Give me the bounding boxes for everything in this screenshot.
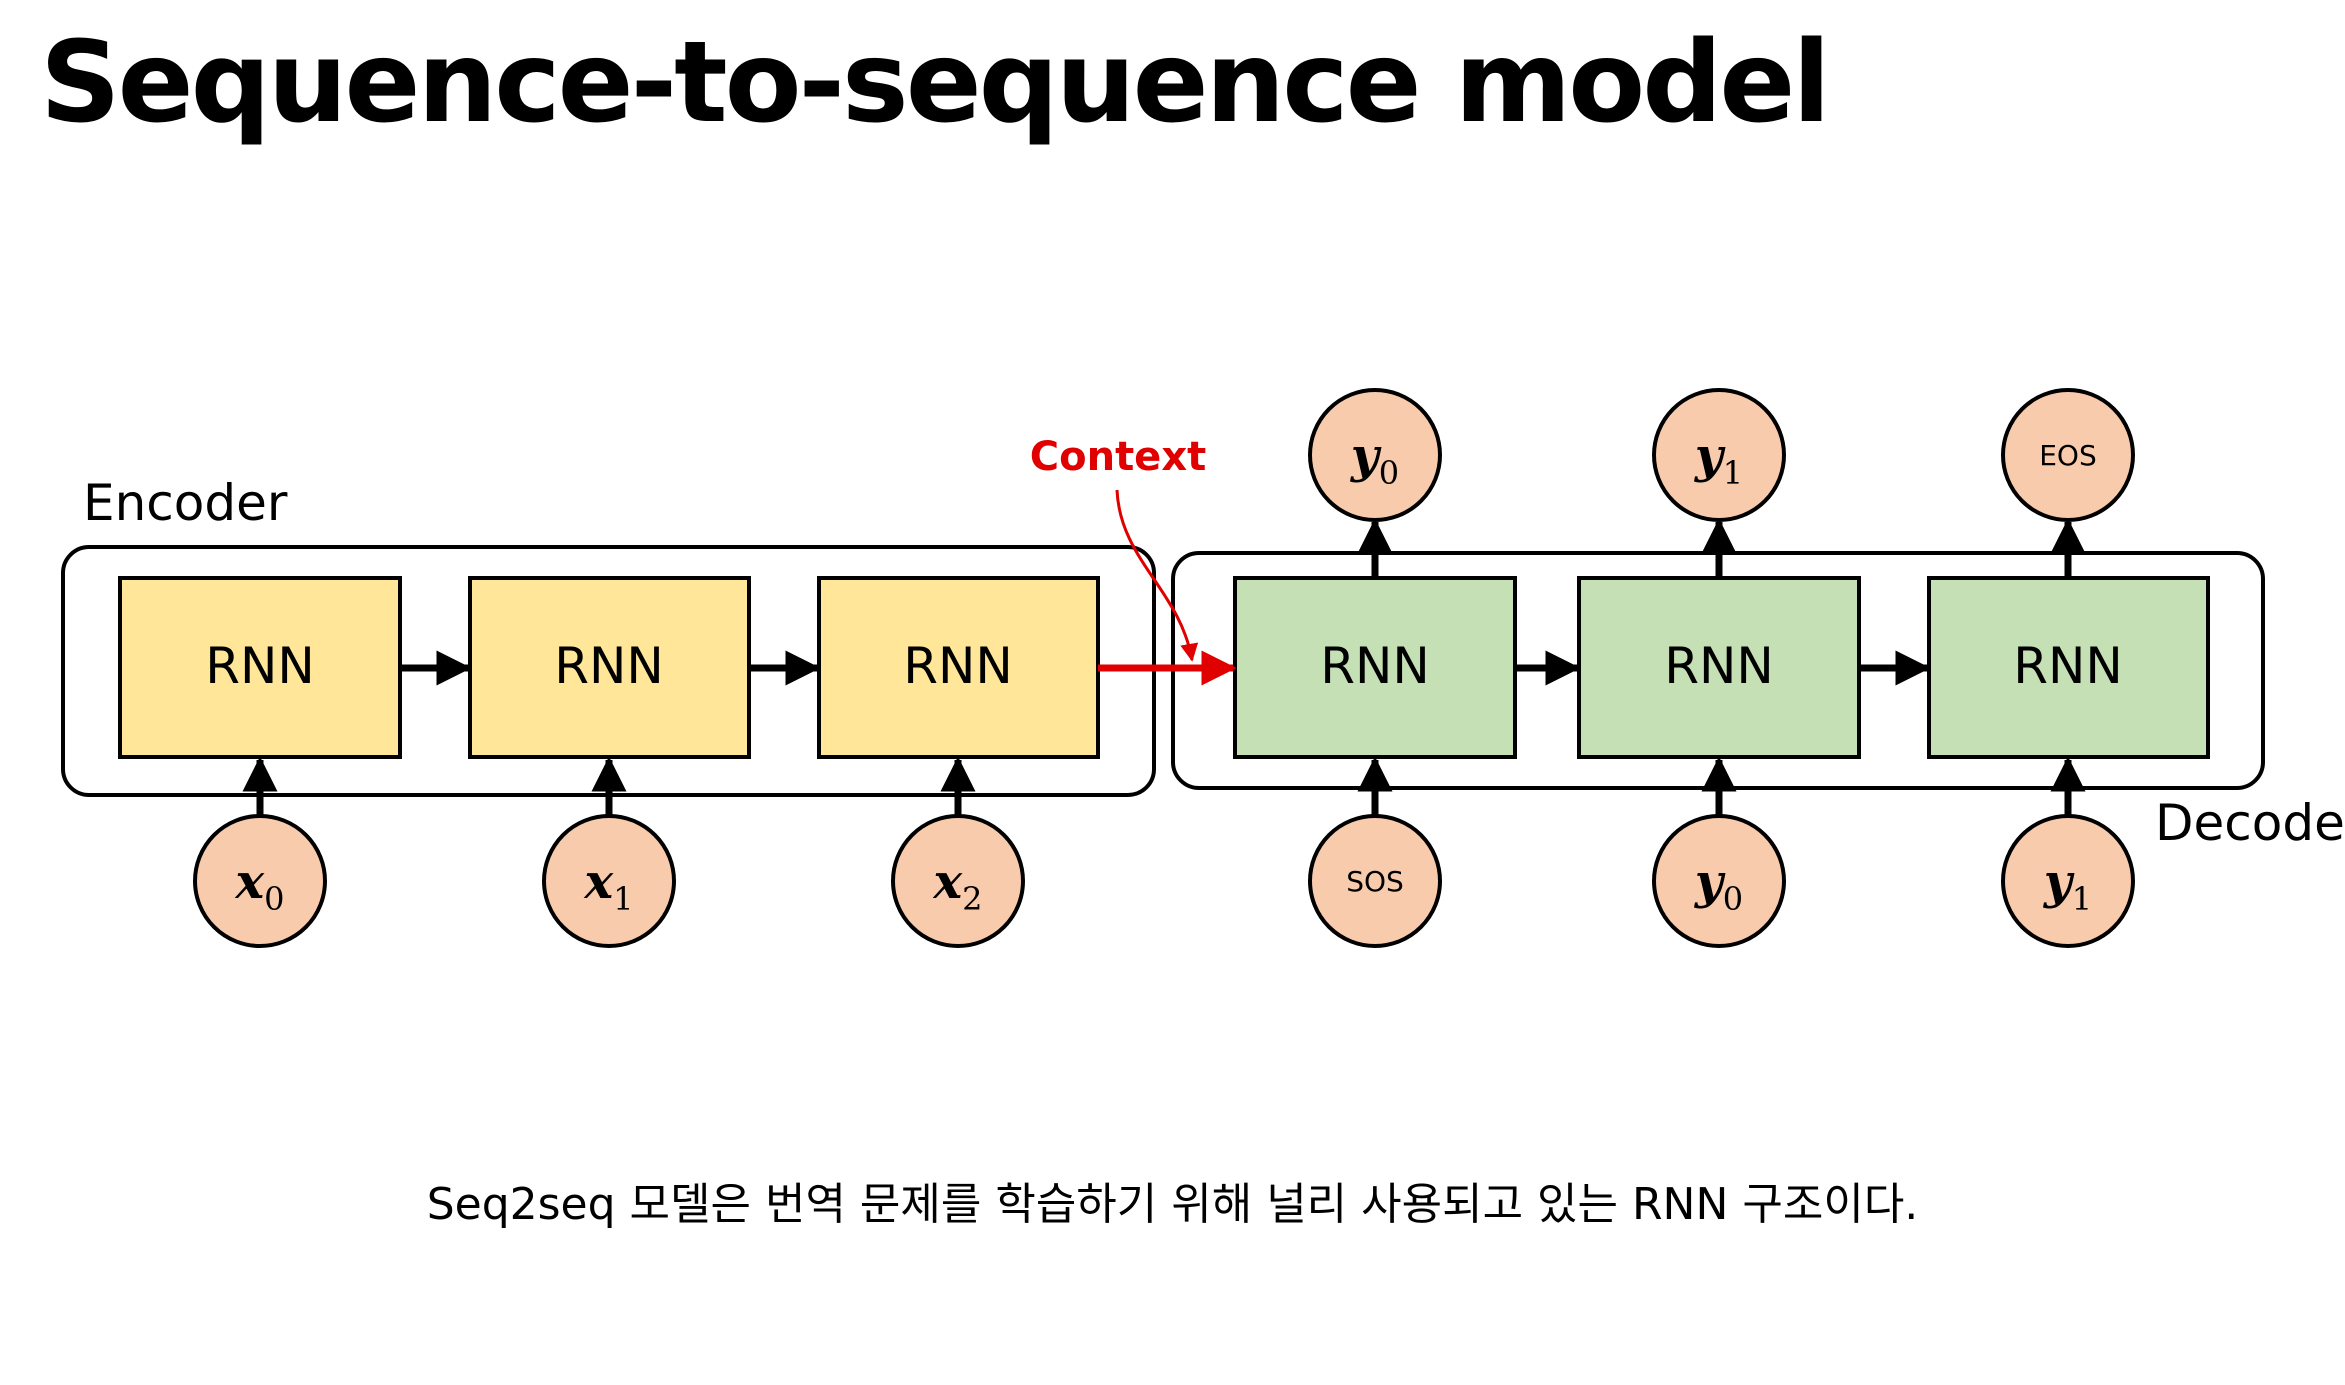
token-symbol: x	[584, 854, 615, 910]
token-subscript: 0	[264, 880, 284, 918]
token-circle	[1308, 388, 1442, 522]
token-circle	[1652, 388, 1786, 522]
token-circle	[1652, 814, 1786, 948]
token-var: y0	[1694, 854, 1743, 918]
token-var: x1	[584, 854, 634, 918]
decoder-output-token-2: EOS	[2001, 388, 2135, 522]
encoder-cell-1-label: RNN	[554, 637, 664, 695]
decoder-cell-2-label: RNN	[2013, 637, 2123, 695]
token-subscript: 2	[962, 880, 982, 918]
decoder-input-token-1: y0	[1652, 814, 1786, 948]
token-symbol: x	[933, 854, 964, 910]
token-symbol: y	[1350, 428, 1382, 484]
context-pointer	[1115, 489, 1199, 662]
token-symbol: y	[1694, 428, 1726, 484]
decoder-cell-2: RNN	[1927, 576, 2210, 759]
token-subscript: 1	[1723, 454, 1743, 492]
encoder-cell-1: RNN	[468, 576, 751, 759]
context-label: Context	[1030, 434, 1206, 480]
token-circle	[193, 814, 327, 948]
encoder-label: Encoder	[83, 474, 288, 532]
decoder-cell-0-label: RNN	[1320, 637, 1430, 695]
encoder-input-token-1: x1	[542, 814, 676, 948]
token-circle	[2001, 388, 2135, 522]
encoder-input-token-0: x0	[193, 814, 327, 948]
decoder-cell-1-label: RNN	[1664, 637, 1774, 695]
encoder-cell-0: RNN	[118, 576, 402, 759]
token-subscript: 0	[1379, 454, 1399, 492]
token-var: x2	[933, 854, 983, 918]
token-var: y1	[1694, 428, 1743, 492]
token-text: EOS	[2039, 439, 2097, 472]
token-subscript: 1	[2072, 880, 2092, 918]
token-circle	[542, 814, 676, 948]
token-circle	[1308, 814, 1442, 948]
page-title: Sequence-to-sequence model	[40, 18, 1831, 148]
token-subscript: 0	[1723, 880, 1743, 918]
encoder-cell-1-box	[468, 576, 751, 759]
decoder-input-token-2: y1	[2001, 814, 2135, 948]
token-symbol: y	[2043, 854, 2075, 910]
token-subscript: 1	[613, 880, 633, 918]
encoder-cell-0-box	[118, 576, 402, 759]
decoder-output-token-1: y1	[1652, 388, 1786, 522]
decoder-cell-1: RNN	[1577, 576, 1861, 759]
token-var: x0	[235, 854, 285, 918]
token-symbol: y	[1694, 854, 1726, 910]
encoder-cell-0-label: RNN	[205, 637, 315, 695]
token-circle	[2001, 814, 2135, 948]
token-circle	[891, 814, 1025, 948]
encoder-cell-2: RNN	[817, 576, 1100, 759]
token-var: y1	[2043, 854, 2092, 918]
decoder-label: Decoder	[2155, 794, 2345, 852]
encoder-cell-2-label: RNN	[903, 637, 1013, 695]
token-symbol: x	[235, 854, 266, 910]
caption: Seq2seq 모델은 번역 문제를 학습하기 위해 널리 사용되고 있는 RN…	[426, 1179, 1919, 1230]
token-var: y0	[1350, 428, 1399, 492]
decoder-cell-0: RNN	[1233, 576, 1517, 759]
token-text: SOS	[1346, 865, 1404, 898]
encoder-input-token-2: x2	[891, 814, 1025, 948]
decoder-input-token-0: SOS	[1308, 814, 1442, 948]
decoder-output-token-0: y0	[1308, 388, 1442, 522]
